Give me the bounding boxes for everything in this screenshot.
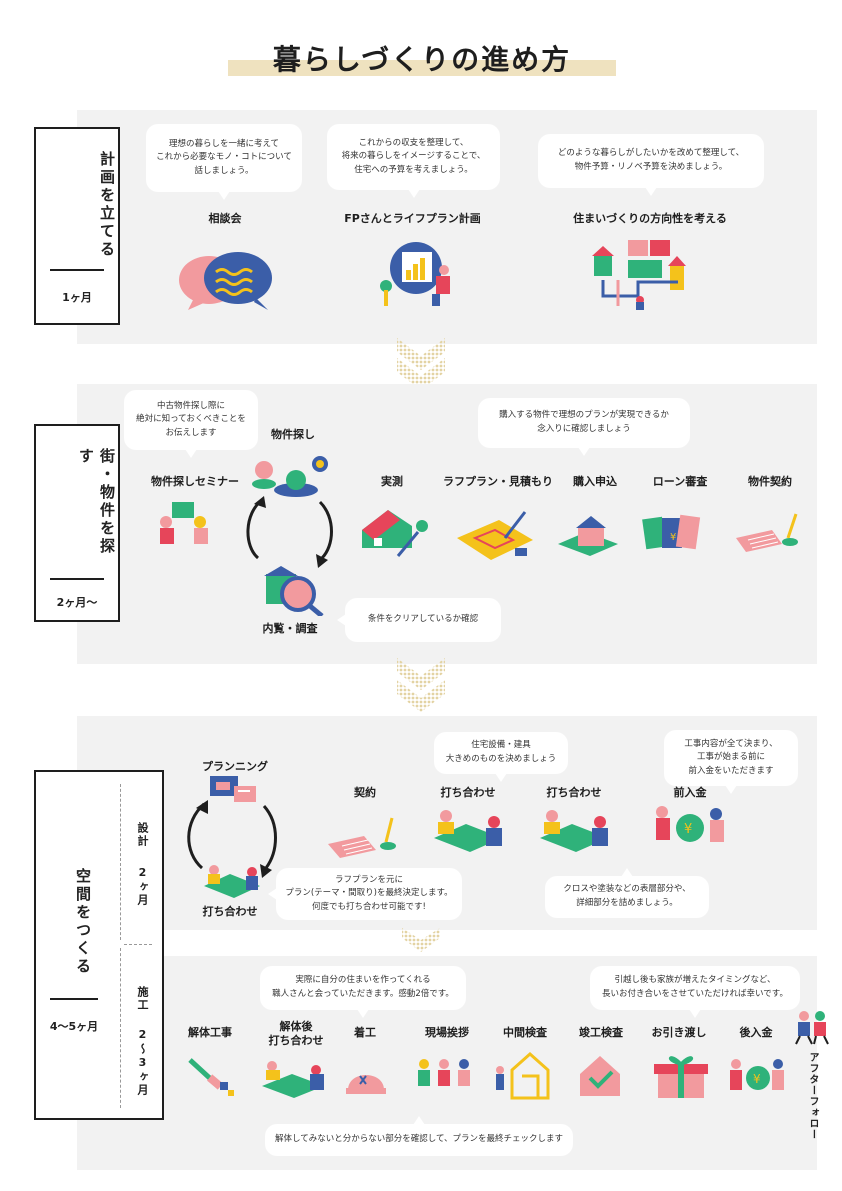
greeting-people-icon <box>418 1059 470 1086</box>
stage-search-title: 街・物件を探す <box>77 448 116 556</box>
bubble-consult: 理想の暮らしを一緒に考えて これから必要なモノ・コトについて 話しましょう。 <box>146 124 302 200</box>
meeting-table-icon <box>434 810 502 852</box>
title-area: 暮らしづくりの進め方 <box>228 36 616 84</box>
stage-search-divider <box>50 578 104 580</box>
phase-construction-name: 施工 <box>136 986 149 1012</box>
financial-planning-icon <box>380 242 450 306</box>
step-final-payment-label: 後入金 <box>739 1026 773 1039</box>
step-groundbreaking-label: 着工 <box>354 1026 376 1039</box>
demolition-hammer-icon <box>188 1058 234 1096</box>
frame-house-icon <box>496 1051 550 1100</box>
stage-plan-duration: 1ヶ月 <box>62 291 92 304</box>
meeting-table-icon <box>204 865 260 898</box>
phase-design-duration: 2ヶ月 <box>136 866 149 907</box>
bubble-direction: どのような暮らしがしたいかを改めて整理して、 物件予算・リノベ予算を決めましょう… <box>538 134 764 196</box>
step-viewing-label: 内覧・調査 <box>262 622 318 635</box>
bubble-design-meeting2: 住宅設備・建具 大きめのものを決めましょう <box>434 732 568 782</box>
step-property-search-label: 物件探し <box>271 428 315 441</box>
inspection-magnifier-icon <box>264 566 324 616</box>
bubble-design-meeting1: ラフプランを元に プラン(テーマ・間取り)を最終決定します。 何度でも打ち合わせ… <box>268 868 462 920</box>
house-direction-icon <box>592 240 686 310</box>
speech-bubbles-icon <box>179 252 272 310</box>
bubble-final-payment: 引越し後も家族が増えたタイミングなど、 長いお付き合いをさせていただければ幸いで… <box>590 966 800 1018</box>
step-rough-plan-label: ラフプラン・見積もり <box>443 475 553 488</box>
prepayment-coin-icon: ¥ <box>656 806 724 842</box>
step-measure-label: 実測 <box>381 475 403 488</box>
bubble-seminar: 中古物件探し際に 絶対に知っておくべきことを お伝えします <box>124 390 258 458</box>
bubble-viewing: 条件をクリアしているか確認 <box>337 598 501 642</box>
step-handover-label: お引き渡し <box>651 1026 707 1039</box>
step-seminar-label: 物件探しセミナー <box>151 475 239 488</box>
blueprint-pencil-icon <box>457 511 533 560</box>
chevron-down-icon <box>397 338 445 390</box>
contract-stamp-icon <box>736 513 798 552</box>
stage-plan-divider <box>50 269 104 271</box>
stage-build-divider <box>50 998 98 1000</box>
purchase-house-icon <box>558 516 618 556</box>
step-apply-label: 購入申込 <box>573 475 617 488</box>
measure-house-icon <box>362 510 428 557</box>
step-interim-inspection-label: 中間検査 <box>503 1026 547 1039</box>
stage-search-duration: 2ヶ月〜 <box>56 596 98 609</box>
after-follow-label: アフターフォロー <box>807 1052 818 1140</box>
step-design-contract-label: 契約 <box>354 786 376 799</box>
step-completion-inspection-label: 竣工検査 <box>579 1026 623 1039</box>
title-underline <box>228 60 616 76</box>
svg-text:¥: ¥ <box>753 1072 761 1086</box>
bubble-design-meeting3: クロスや塗装などの表層部分や、 詳細部分を詰めましょう。 <box>545 868 709 918</box>
final-payment-coin-icon: ¥ <box>730 1059 784 1090</box>
step-loan-label: ローン審査 <box>652 475 708 488</box>
map-pins-icon <box>252 456 328 497</box>
phase-divider-design <box>120 784 121 940</box>
step-post-demolition-meeting-label: 解体後 打ち合わせ <box>268 1020 324 1048</box>
bubble-prepayment: 工事内容が全て決まり、 工事が始まる前に 前入金をいただきます <box>664 730 798 794</box>
stage-build-box: 空間をつくる 4〜5ヶ月 <box>34 770 164 1120</box>
bubble-site-greeting: 実際に自分の住まいを作ってくれる 職人さんと会っていただきます。感動2倍です。 <box>260 966 466 1018</box>
step-direction-label: 住まいづくりの方向性を考える <box>573 212 727 225</box>
chevron-down-icon <box>397 658 445 712</box>
phase-divider-construction <box>120 948 121 1108</box>
cycle-arrows-icon <box>187 800 277 878</box>
phase-construction-duration: 2〜3ヶ月 <box>136 1028 149 1097</box>
helmet-icon <box>346 1075 386 1094</box>
bubble-post-demolition: 解体してみないと分からない部分を確認して、プランを最終チェックします <box>265 1116 573 1156</box>
bubble-rough-plan: 購入する物件で理想のプランが実現できるか 念入りに確認しましょう <box>478 398 690 456</box>
phase-design-name: 設計 <box>136 822 149 848</box>
page-title: 暮らしづくりの進め方 <box>272 43 572 76</box>
seminar-people-icon <box>160 502 208 544</box>
step-design-meeting3-label: 打ち合わせ <box>546 786 602 799</box>
phase-divider-mid <box>124 944 152 945</box>
stage-search-box: 街・物件を探す 2ヶ月〜 <box>34 424 120 622</box>
step-prepayment-label: 前入金 <box>673 786 707 799</box>
step-planning-label: プランニング <box>202 760 268 773</box>
stage-build-duration: 4〜5ヶ月 <box>49 1020 99 1033</box>
step-fp-label: FPさんとライフプラン計画 <box>344 212 481 225</box>
step-contract-label: 物件契約 <box>748 475 792 488</box>
step-design-meeting2-label: 打ち合わせ <box>440 786 496 799</box>
svg-text:¥: ¥ <box>684 822 692 837</box>
chevron-down-icon <box>402 928 440 952</box>
cycle-arrows-icon <box>246 496 333 568</box>
stage-build-title: 空間をつくる <box>74 868 92 976</box>
after-follow-people-icon <box>795 1011 829 1045</box>
meeting-table-icon <box>540 810 608 852</box>
svg-text:¥: ¥ <box>670 532 676 543</box>
step-demolition-label: 解体工事 <box>188 1026 232 1039</box>
check-house-icon <box>580 1056 620 1096</box>
planning-drawing-icon <box>210 776 256 802</box>
stage-plan-title: 計画を立てる <box>98 151 116 259</box>
contract-stamp-icon <box>328 817 396 858</box>
loan-documents-icon: ¥ <box>642 514 701 550</box>
meeting-table-icon <box>262 1061 324 1098</box>
step-design-meeting1-label: 打ち合わせ <box>202 905 258 918</box>
step-consult-label: 相談会 <box>208 212 242 225</box>
stage-plan-box: 計画を立てる 1ヶ月 <box>34 127 120 325</box>
step-site-greeting-label: 現場挨拶 <box>425 1026 469 1039</box>
gift-box-icon <box>654 1056 708 1098</box>
bubble-fp: これからの収支を整理して、 将来の暮らしをイメージすることで、 住宅への予算を考… <box>327 124 500 198</box>
